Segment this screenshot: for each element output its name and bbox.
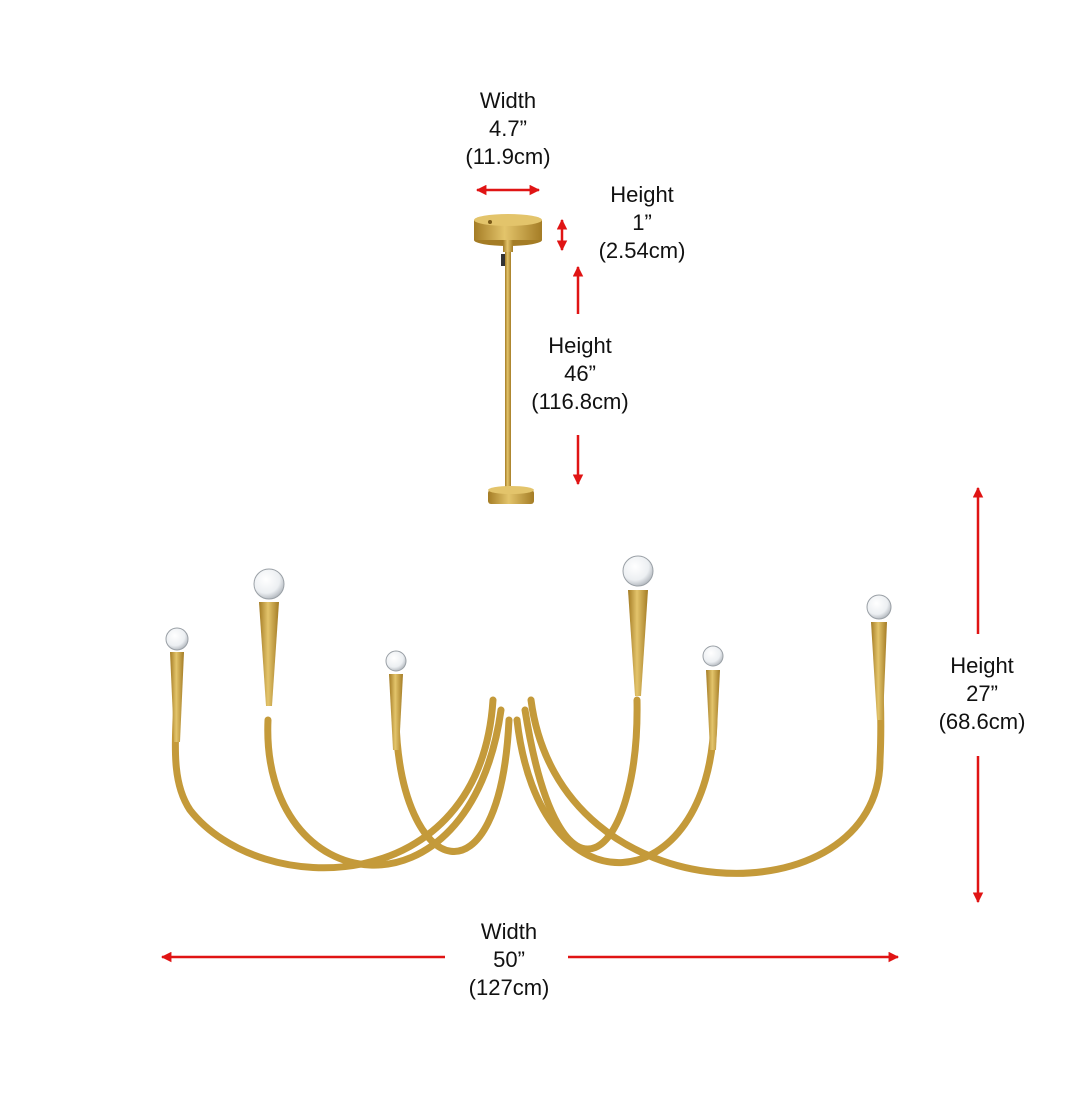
down-rod	[505, 252, 511, 492]
fixture-height-inches: 27”	[966, 681, 998, 706]
socket-far-left	[170, 652, 184, 742]
canopy-width-title: Width	[479, 88, 537, 113]
canopy-height-title: Height	[610, 182, 674, 207]
rod-height-cm: (116.8cm)	[531, 389, 629, 414]
fixture-width-label: Width 50” (127cm)	[469, 918, 550, 1002]
light-sockets	[170, 590, 887, 750]
arm-right-inner	[513, 716, 718, 866]
arm-far-right	[527, 676, 885, 877]
bulb-far-left	[165, 627, 189, 651]
socket-left-inner	[389, 674, 403, 750]
light-bulbs	[165, 555, 892, 672]
fixture-height-label: Height 27” (68.6cm)	[939, 652, 1026, 736]
chandelier	[165, 214, 892, 877]
bulb-far-right	[866, 594, 892, 620]
canopy-height-inches: 1”	[632, 210, 652, 235]
bulb-left-tall	[253, 568, 285, 600]
rod-height-inches: 46”	[564, 361, 596, 386]
rod-height-title: Height	[548, 333, 612, 358]
canopy-height-label: Height 1” (2.54cm)	[599, 181, 686, 265]
chandelier-arms	[171, 676, 885, 877]
fixture-height-title: Height	[950, 653, 1014, 678]
socket-far-right	[871, 622, 887, 720]
rod-height-label: Height 46” (116.8cm)	[531, 332, 628, 416]
canopy-width-label: Width 4.7” (11.9cm)	[465, 87, 550, 171]
bulb-right-inner	[702, 645, 724, 667]
canopy-width-inches: 4.7”	[489, 116, 527, 141]
center-tube-bundle	[490, 504, 534, 730]
socket-left-tall	[259, 602, 279, 706]
center-hub	[488, 486, 534, 504]
arm-left-tall	[264, 706, 505, 869]
canopy-height-cm: (2.54cm)	[598, 238, 686, 263]
socket-right-inner	[706, 670, 720, 750]
socket-right-tall	[628, 590, 648, 696]
dimension-arrows	[160, 184, 984, 963]
arm-left-inner	[392, 716, 513, 855]
fixture-width-cm: (127cm)	[468, 975, 550, 1000]
fixture-width-inches: 50”	[493, 947, 525, 972]
fixture-width-title: Width	[480, 919, 538, 944]
fixture-height-cm: (68.6cm)	[938, 709, 1026, 734]
arm-far-left	[171, 686, 497, 872]
canopy-width-cm: (11.9cm)	[465, 144, 551, 169]
ceiling-canopy	[474, 214, 542, 252]
bulb-left-inner	[385, 650, 407, 672]
arm-right-tall	[521, 696, 641, 853]
bulb-right-tall	[622, 555, 654, 587]
